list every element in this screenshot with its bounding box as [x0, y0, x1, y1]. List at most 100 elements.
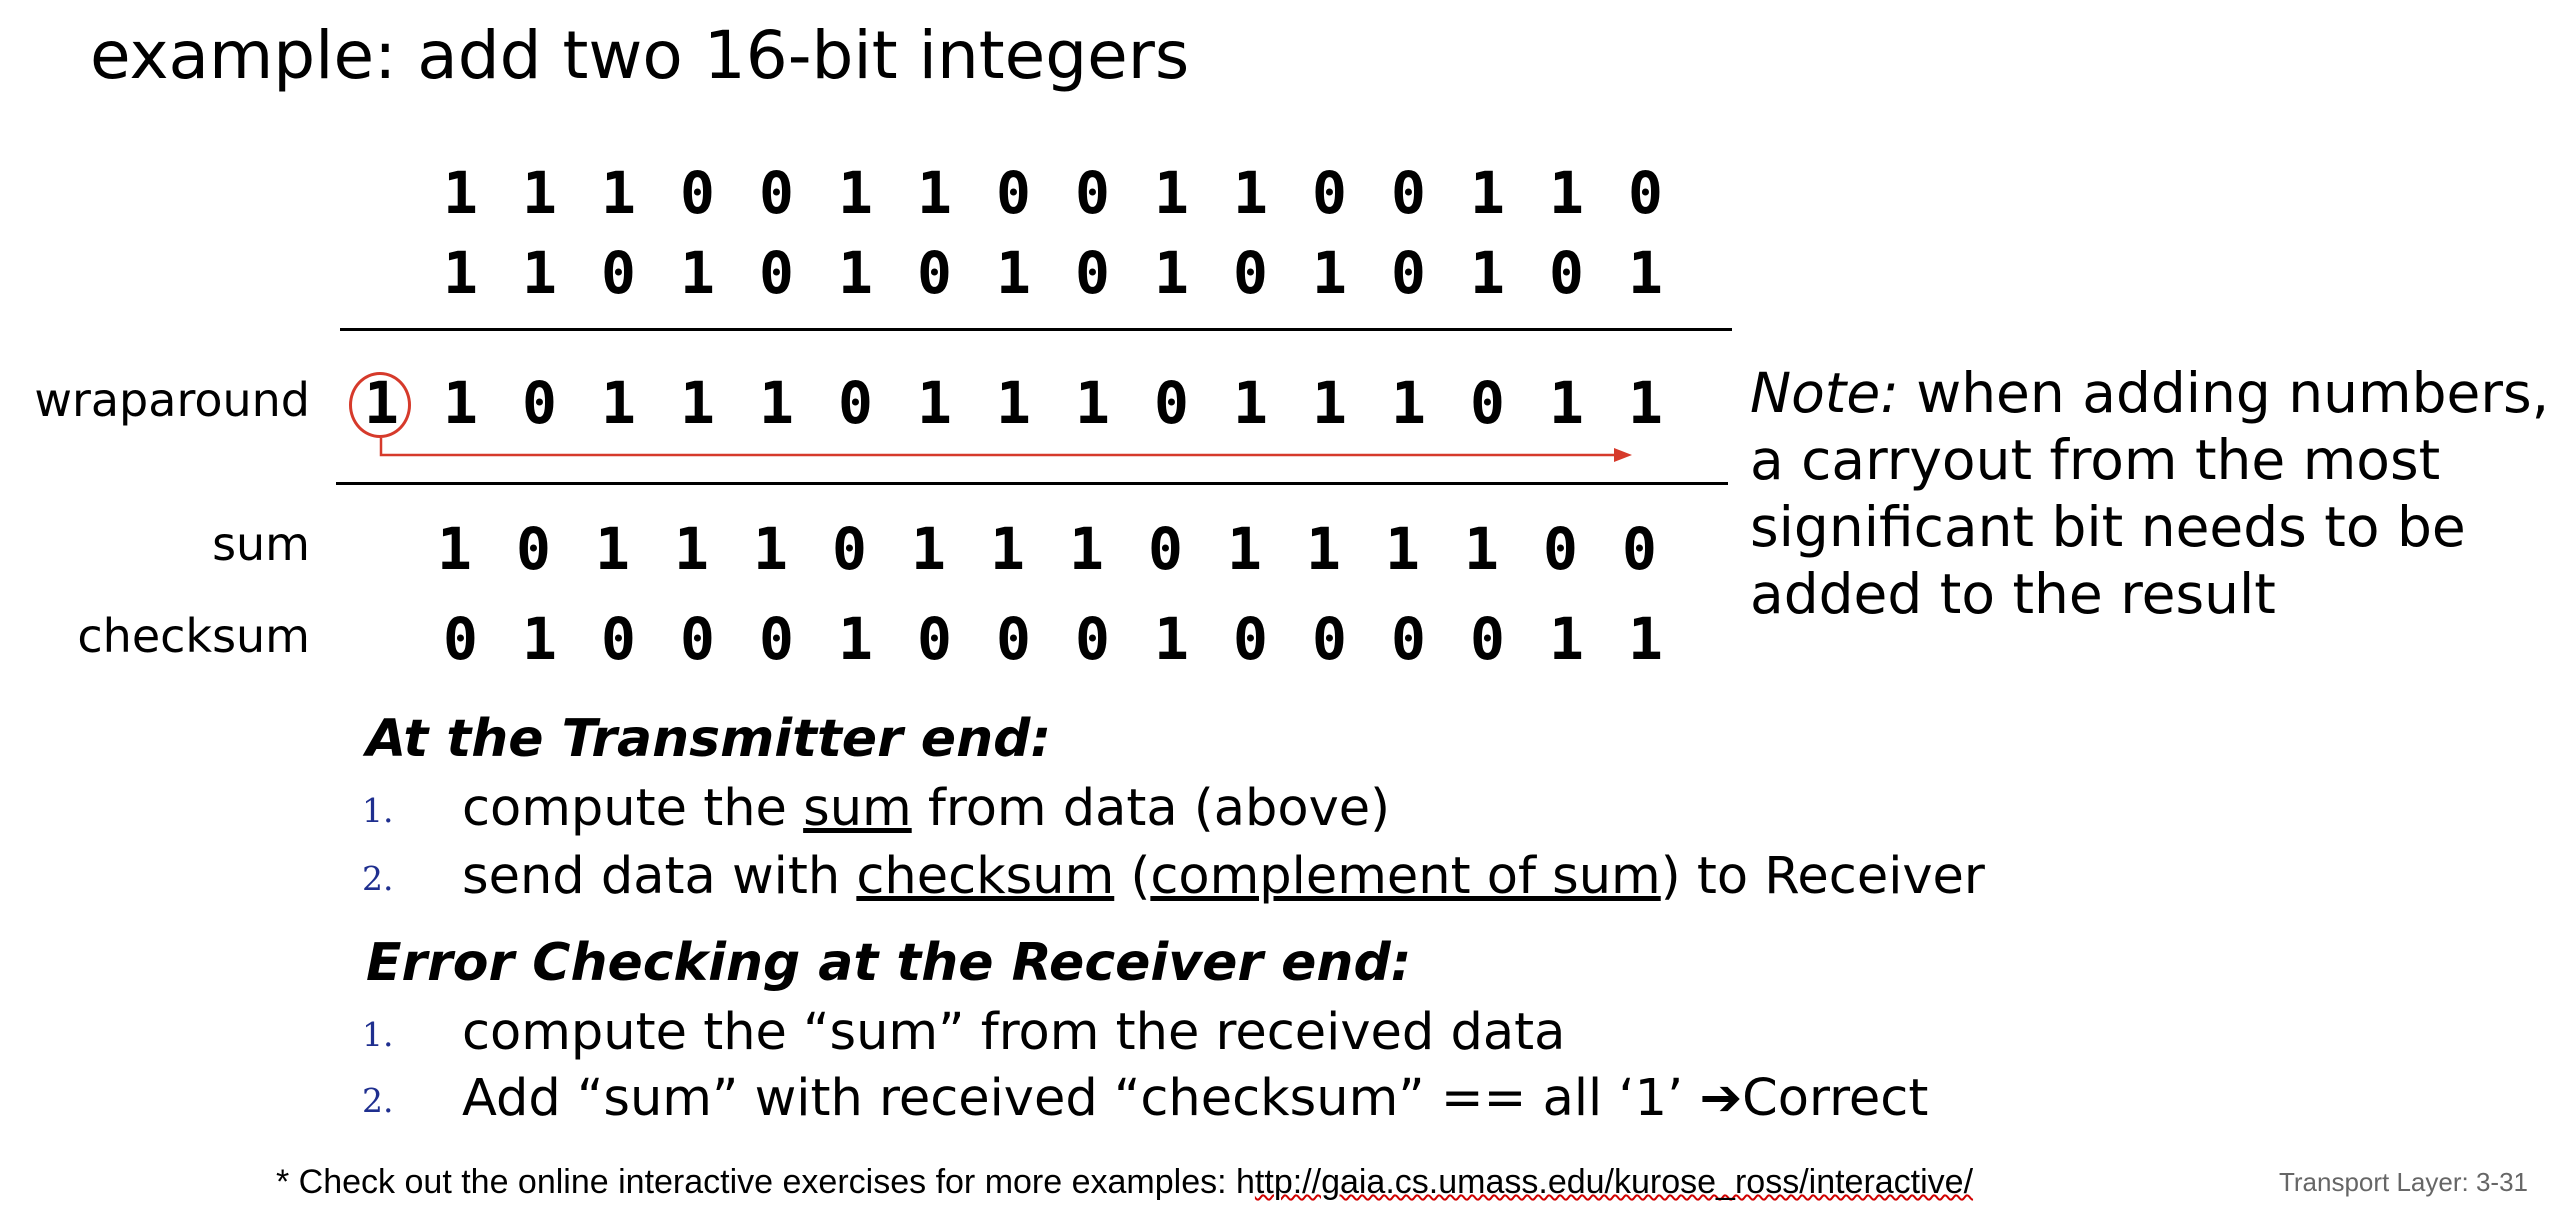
sum-bit-12: 1 [1385, 515, 1420, 583]
checksum-bit-7: 0 [996, 605, 1031, 673]
sum-bit-9: 0 [1148, 515, 1183, 583]
wraparound-bit-2: 0 [522, 369, 557, 437]
step-number: 1. [362, 791, 394, 830]
step-text-complement: complement of sum [1150, 847, 1661, 906]
operand-1-bit-8: 0 [1075, 159, 1110, 227]
wraparound-bit-9: 1 [1075, 369, 1110, 437]
wraparound-bit-10: 0 [1154, 369, 1189, 437]
operand-2-bit-7: 1 [996, 239, 1031, 307]
checksum-bit-3: 0 [680, 605, 715, 673]
addition-rule-top [340, 328, 1732, 331]
sum-bit-8: 1 [1069, 515, 1104, 583]
operand-2-bit-0: 1 [443, 239, 478, 307]
checksum-bit-15: 1 [1628, 605, 1663, 673]
operand-1-bit-4: 0 [759, 159, 794, 227]
sum-bit-7: 1 [990, 515, 1025, 583]
checksum-bit-1: 1 [522, 605, 557, 673]
operand-1-bit-13: 1 [1470, 159, 1505, 227]
operand-1-bit-3: 0 [680, 159, 715, 227]
checksum-bit-8: 0 [1075, 605, 1110, 673]
operand-1-bit-2: 1 [601, 159, 636, 227]
sum-bit-2: 1 [595, 515, 630, 583]
step-text-sum: sum [803, 779, 912, 838]
note-text: when adding numbers, a carryout from the… [1750, 361, 2550, 626]
sum-bit-15: 0 [1622, 515, 1657, 583]
footer-text: * Check out the online interactive exerc… [276, 1163, 1255, 1201]
operand-1-bit-15: 0 [1628, 159, 1663, 227]
sum-bit-13: 1 [1464, 515, 1499, 583]
operand-2-bit-2: 0 [601, 239, 636, 307]
checksum-bit-14: 1 [1549, 605, 1584, 673]
footer-note: * Check out the online interactive exerc… [276, 1160, 1973, 1204]
step-text-part: send data with [462, 847, 857, 906]
sum-bit-11: 1 [1306, 515, 1341, 583]
wraparound-bit-11: 1 [1233, 369, 1268, 437]
checksum-label: checksum [77, 609, 310, 663]
receiver-step-1: 1. compute the “sum” from the received da… [362, 1000, 1565, 1068]
operand-1-bit-12: 0 [1391, 159, 1426, 227]
wraparound-bit-16: 1 [1628, 369, 1663, 437]
footer-link[interactable]: ttp://gaia.cs.umass.edu/kurose_ross/inte… [1254, 1163, 1974, 1201]
operand-2-bit-9: 1 [1154, 239, 1189, 307]
carryout-note: Note: when adding numbers, a carryout fr… [1750, 360, 2550, 628]
sum-bit-1: 0 [516, 515, 551, 583]
step-number: 2. [362, 1081, 394, 1120]
step-text-part: ) to Receiver [1660, 847, 1985, 906]
wraparound-bit-15: 1 [1549, 369, 1584, 437]
operand-1-bit-6: 1 [917, 159, 952, 227]
transmitter-step-1: 1. compute the sum from data (above) [362, 776, 1390, 844]
operand-2-bit-15: 1 [1628, 239, 1663, 307]
operand-2-bit-8: 0 [1075, 239, 1110, 307]
sum-bit-10: 1 [1227, 515, 1262, 583]
wraparound-bit-1: 1 [443, 369, 478, 437]
step-text: compute the “sum” from the received data [462, 1003, 1566, 1062]
receiver-step-2: 2. Add “sum” with received “checksum” == … [362, 1066, 1928, 1134]
wraparound-bit-6: 0 [838, 369, 873, 437]
wraparound-bit-12: 1 [1312, 369, 1347, 437]
operand-2-bit-10: 0 [1233, 239, 1268, 307]
operand-2-bit-6: 0 [917, 239, 952, 307]
operand-2-bit-14: 0 [1549, 239, 1584, 307]
sum-bit-5: 0 [832, 515, 867, 583]
slide-title: example: add two 16-bit integers [90, 17, 1190, 94]
operand-1-bit-10: 1 [1233, 159, 1268, 227]
receiver-heading: Error Checking at the Receiver end: [366, 933, 1412, 993]
operand-2-bit-3: 1 [680, 239, 715, 307]
operand-1-bit-7: 0 [996, 159, 1031, 227]
wraparound-bit-4: 1 [680, 369, 715, 437]
step-number: 2. [362, 859, 394, 898]
step-text-part: compute the [462, 779, 804, 838]
checksum-bit-10: 0 [1233, 605, 1268, 673]
sum-label: sum [212, 517, 310, 571]
checksum-bit-2: 0 [601, 605, 636, 673]
checksum-bit-11: 0 [1312, 605, 1347, 673]
wraparound-label: wraparound [34, 373, 310, 427]
step-number: 1. [362, 1015, 394, 1054]
operand-1-bit-11: 0 [1312, 159, 1347, 227]
operand-2-bit-11: 1 [1312, 239, 1347, 307]
checksum-bit-4: 0 [759, 605, 794, 673]
operand-2-bit-12: 0 [1391, 239, 1426, 307]
transmitter-heading: At the Transmitter end: [366, 709, 1052, 769]
operand-1-bit-5: 1 [838, 159, 873, 227]
step-text: Add “sum” with received “checksum” == al… [462, 1069, 1929, 1128]
wraparound-bit-14: 0 [1470, 369, 1505, 437]
operand-1-bit-9: 1 [1154, 159, 1189, 227]
operand-1-bit-14: 1 [1549, 159, 1584, 227]
wraparound-bit-13: 1 [1391, 369, 1426, 437]
step-text-checksum: checksum [856, 847, 1115, 906]
sum-bit-6: 1 [911, 515, 946, 583]
operand-2-bit-4: 0 [759, 239, 794, 307]
carry-bit-circle [349, 372, 411, 438]
sum-bit-0: 1 [437, 515, 472, 583]
checksum-bit-0: 0 [443, 605, 478, 673]
addition-rule-bottom [336, 482, 1728, 485]
wraparound-arrow [379, 438, 1632, 462]
transmitter-step-2: 2.send data with checksum (complement of… [362, 844, 1985, 912]
operand-2-bit-13: 1 [1470, 239, 1505, 307]
step-text-part: from data (above) [911, 779, 1391, 838]
operand-2-bit-5: 1 [838, 239, 873, 307]
